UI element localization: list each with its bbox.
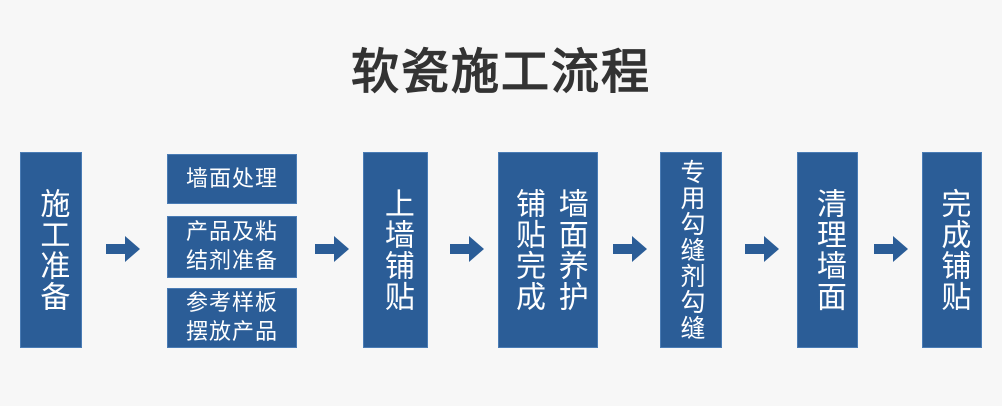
process-step-5-label: 专用勾缝剂勾缝 — [677, 159, 705, 341]
arrow-right-icon-6 — [874, 234, 908, 264]
arrow-right-icon-4 — [613, 234, 647, 264]
process-step-6-label: 清理墙面 — [811, 188, 845, 312]
process-step-2: 墙面处理 产品及粘 结剂准备 参考样板 摆放产品 — [167, 152, 297, 348]
process-step-5[interactable]: 专用勾缝剂勾缝 — [660, 152, 722, 348]
process-step-3-label: 上墙铺贴 — [379, 188, 413, 312]
page-title: 软瓷施工流程 — [350, 46, 651, 99]
process-step-2-substep-1[interactable]: 墙面处理 — [167, 154, 297, 204]
process-step-2-substep-3-label: 参考样板 摆放产品 — [185, 290, 278, 344]
process-step-4[interactable]: 墙面养护 铺贴完成 — [498, 152, 598, 348]
process-step-7-label: 完成铺贴 — [936, 188, 970, 312]
process-step-2-substep-3[interactable]: 参考样板 摆放产品 — [167, 288, 297, 348]
process-step-2-substep-2[interactable]: 产品及粘 结剂准备 — [167, 216, 297, 278]
process-step-4-label-column-2: 铺贴完成 — [511, 188, 544, 312]
process-step-3[interactable]: 上墙铺贴 — [363, 152, 428, 348]
process-step-6[interactable]: 清理墙面 — [797, 152, 858, 348]
process-step-4-label-column-1: 墙面养护 — [553, 188, 587, 312]
arrow-right-icon-5 — [745, 234, 779, 264]
arrow-right-icon-1 — [106, 234, 140, 264]
process-step-2-substep-2-label: 产品及粘 结剂准备 — [185, 219, 278, 273]
process-step-1-label: 施工准备 — [35, 188, 69, 312]
process-step-7[interactable]: 完成铺贴 — [922, 152, 982, 348]
arrow-right-icon-2 — [315, 234, 349, 264]
process-flow-row: 施工准备 墙面处理 产品及粘 结剂准备 参考样板 摆放产品 — [0, 152, 1002, 348]
arrow-right-icon-3 — [450, 234, 484, 264]
process-step-2-substep-1-label: 墙面处理 — [185, 165, 278, 191]
process-step-1[interactable]: 施工准备 — [20, 152, 82, 348]
